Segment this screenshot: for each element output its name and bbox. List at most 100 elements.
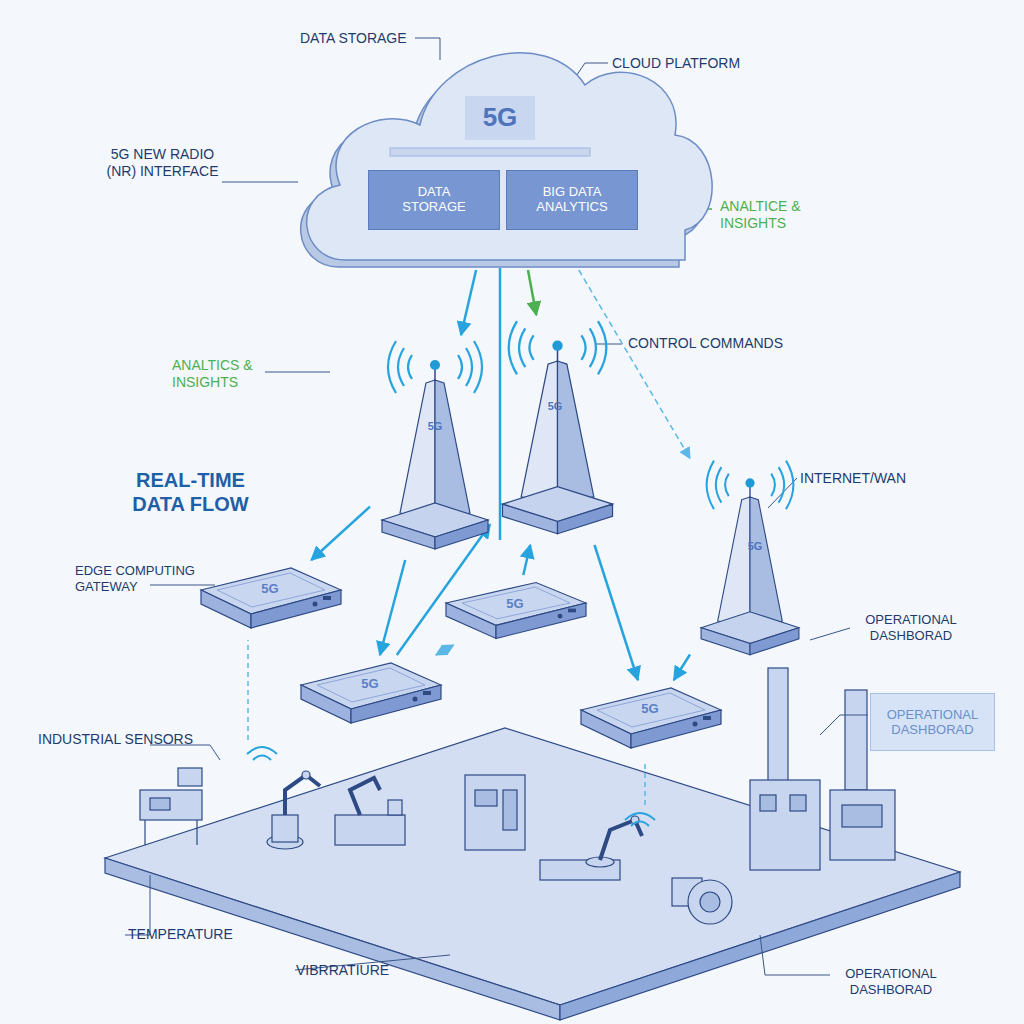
callout-label: CLOUD PLATFORM xyxy=(612,55,772,72)
wireless-signal xyxy=(253,756,271,761)
factory-floor xyxy=(105,858,560,1020)
tower-shape xyxy=(558,361,594,504)
factory-machine xyxy=(830,790,895,860)
gateway-shape xyxy=(201,568,341,628)
edge-gateway: 5G xyxy=(575,680,725,755)
gateway-shape xyxy=(597,693,705,727)
tower-shape xyxy=(521,361,557,504)
tower-shape xyxy=(745,478,754,487)
factory-machine xyxy=(272,815,298,842)
tower-shape xyxy=(701,628,750,655)
tower-shape xyxy=(581,335,585,360)
tower-shape xyxy=(590,328,596,367)
factory-machine xyxy=(140,668,895,924)
leader-line xyxy=(150,585,215,586)
factory-machine xyxy=(768,668,788,788)
edge-gateway: 5G xyxy=(195,560,345,635)
factory-machine xyxy=(302,771,310,779)
tower-shape xyxy=(558,504,613,534)
gateway-shape xyxy=(217,573,325,607)
dashboard-box: OPERATIONAL DASHBORAD xyxy=(870,693,995,751)
node-text: 5G xyxy=(735,537,775,555)
tower-shape xyxy=(382,520,435,549)
tower-shape xyxy=(786,461,793,510)
cloud-shape xyxy=(307,53,712,260)
gateway-shape xyxy=(568,609,576,613)
gateway-shape xyxy=(423,691,431,695)
node-text: 5G xyxy=(465,96,535,140)
callout-label: OPERATIONAL DASHBORAD xyxy=(835,966,947,997)
tower-shape xyxy=(552,341,562,351)
gateway-shape xyxy=(693,722,698,727)
factory-machine xyxy=(145,820,197,845)
gateway-shape xyxy=(201,590,251,628)
factory-machine xyxy=(140,790,202,820)
callout-label: ANALTICS & INSIGHTS xyxy=(172,357,264,391)
tower-shape xyxy=(598,321,606,374)
tower-shape xyxy=(458,355,462,379)
tower-shape xyxy=(509,321,517,374)
cell-tower: 5G xyxy=(370,335,500,560)
node-text: 5G xyxy=(415,417,455,435)
factory-machine xyxy=(600,820,642,860)
wireless-signal xyxy=(247,747,655,826)
sensor-uplink xyxy=(247,640,249,740)
wireless-signal xyxy=(247,747,277,754)
factory-machine xyxy=(475,790,497,806)
callout-label: INTERNET/WAN xyxy=(800,470,940,487)
tower-shape xyxy=(400,380,435,520)
cloud-service-box xyxy=(369,171,500,230)
gateway-shape xyxy=(462,587,570,619)
gateway-shape xyxy=(446,582,586,638)
gateway-shape xyxy=(581,688,721,748)
node-text: 5G xyxy=(250,580,290,598)
node-text: BIG DATA ANALYTICS xyxy=(506,170,638,230)
gateway-shape xyxy=(317,668,425,702)
callout-label: REAL-TIME DATA FLOW xyxy=(118,468,263,516)
factory-machine xyxy=(790,795,806,811)
leader-line xyxy=(810,628,850,640)
analytics-box: BIG DATA ANALYTICS xyxy=(506,170,638,230)
leader-line xyxy=(595,344,622,345)
callout-label: EDGE COMPUTING GATEWAY xyxy=(75,563,215,594)
leader-line xyxy=(820,715,868,735)
wireless-signal xyxy=(631,822,649,827)
data-flow-arrow xyxy=(380,560,405,655)
callout-label: 5G NEW RADIO (NR) INTERFACE xyxy=(105,146,220,180)
storage-box: DATA STORAGE xyxy=(368,170,500,230)
gateway-shape xyxy=(631,710,721,748)
factory-floor xyxy=(560,872,960,1020)
gateway-shape xyxy=(446,603,496,638)
node-text: OPERATIONAL DASHBORAD xyxy=(871,694,994,752)
gateway-shape xyxy=(313,602,318,607)
gateway-shape xyxy=(703,716,711,720)
sensor-uplink xyxy=(644,760,646,805)
leader-line xyxy=(265,372,330,373)
factory-machine xyxy=(388,800,402,815)
data-flow-arrow xyxy=(579,270,690,458)
tower-shape xyxy=(388,341,396,393)
tower-shape xyxy=(750,628,799,655)
gateway-shape xyxy=(301,663,441,723)
tower-shape xyxy=(474,341,482,393)
tower-shape xyxy=(398,348,404,386)
backbone-line xyxy=(499,268,502,540)
factory-machine xyxy=(350,778,380,815)
data-flow-arrow xyxy=(461,270,476,335)
tower-shape xyxy=(718,497,750,628)
factory-floor xyxy=(105,728,960,1020)
tower-shape xyxy=(382,380,488,549)
gateway-shape xyxy=(295,655,445,730)
gateway-shape xyxy=(323,596,331,600)
tower-shape xyxy=(435,520,488,549)
factory-machine xyxy=(845,690,867,790)
factory-machine xyxy=(178,768,202,786)
tower-shape xyxy=(466,348,472,386)
gateway-shape xyxy=(581,710,631,748)
cloud-service-box xyxy=(507,171,638,230)
factory-machine xyxy=(842,805,882,827)
data-flow-arrow xyxy=(311,507,370,560)
tower-shape xyxy=(750,497,782,628)
